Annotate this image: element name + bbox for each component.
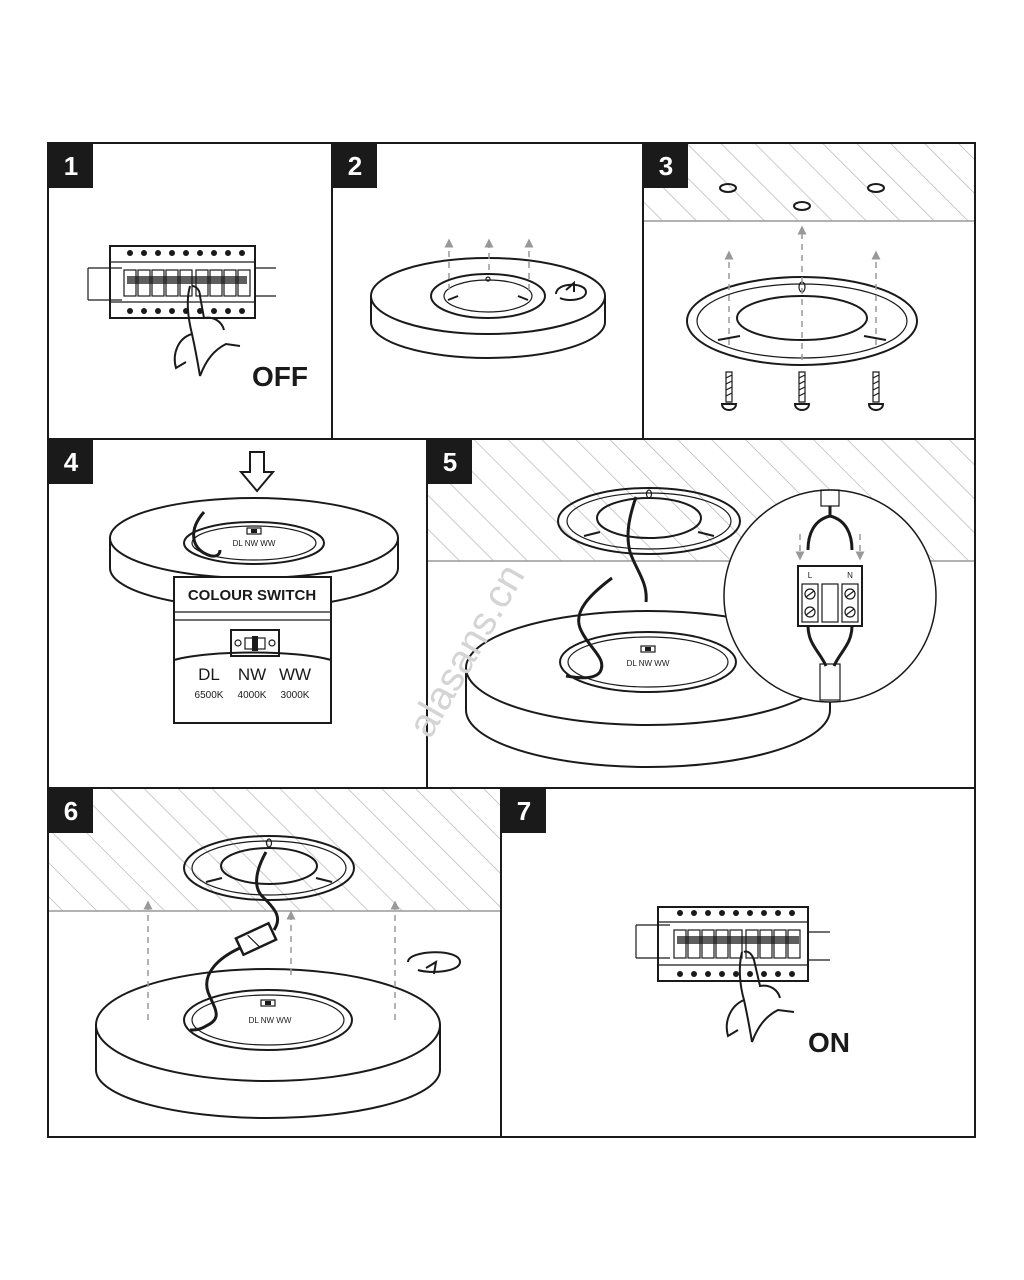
ceiling-plate-6 xyxy=(183,835,355,901)
mode-code-ww: WW xyxy=(279,665,311,684)
connector-block-6 xyxy=(234,921,278,957)
ceiling-hatch-3 xyxy=(644,144,974,222)
neutral-label: N xyxy=(847,571,853,580)
colour-switch-callout: COLOUR SWITCH DL NW WW 6500K 4000K 3000K xyxy=(173,576,332,724)
step-badge-7: 7 xyxy=(502,789,546,833)
svg-text:7: 7 xyxy=(517,796,531,826)
live-label: L xyxy=(808,571,813,580)
fixture-base-2 xyxy=(370,257,606,359)
mode-temp-dl: 6500K xyxy=(195,690,224,701)
lift-arrows-6 xyxy=(143,900,400,1020)
rotate-icon-2 xyxy=(555,280,588,301)
step-badge-3: 3 xyxy=(644,144,688,188)
svg-text:1: 1 xyxy=(64,151,78,181)
lift-arrows-2 xyxy=(444,238,534,290)
fixture-base-6: DL NW WW xyxy=(95,968,441,1119)
wiring-detail-callout: L N xyxy=(723,489,937,703)
svg-text:4: 4 xyxy=(64,447,79,477)
svg-text:DL NW WW: DL NW WW xyxy=(627,659,670,668)
on-label: ON xyxy=(808,1027,850,1058)
breaker-panel-1 xyxy=(87,245,276,319)
off-label: OFF xyxy=(252,361,308,392)
ceiling-hatch-6 xyxy=(49,789,500,912)
svg-text:2: 2 xyxy=(348,151,362,181)
screw-icons-3 xyxy=(720,371,885,411)
step-badge-1: 1 xyxy=(49,144,93,188)
colour-switch-title: COLOUR SWITCH xyxy=(188,587,316,604)
svg-text:DL NW WW: DL NW WW xyxy=(249,1016,292,1025)
mode-code-nw: NW xyxy=(238,665,266,684)
ceiling-plate-5 xyxy=(557,487,741,555)
fixture-cable-6 xyxy=(189,946,241,1032)
mode-temp-ww: 3000K xyxy=(281,690,310,701)
mode-code-dl: DL xyxy=(198,665,220,684)
hand-icon-7 xyxy=(725,950,795,1043)
step-badge-4: 4 xyxy=(49,440,93,484)
svg-text:3: 3 xyxy=(659,151,673,181)
rotate-icon-6 xyxy=(407,951,462,975)
svg-text:5: 5 xyxy=(443,447,457,477)
power-cable-5 xyxy=(626,496,648,603)
svg-text:6: 6 xyxy=(64,796,78,826)
ceiling-holes-3 xyxy=(719,183,885,211)
hand-icon-1 xyxy=(173,285,241,377)
step-badge-6: 6 xyxy=(49,789,93,833)
step-badge-5: 5 xyxy=(428,440,472,484)
fixture-cable-5 xyxy=(565,576,613,680)
breaker-panel-7 xyxy=(635,906,830,982)
step-badge-2: 2 xyxy=(333,144,377,188)
down-arrow-icon-4 xyxy=(238,451,276,493)
svg-text:DL NW WW: DL NW WW xyxy=(233,539,276,548)
mode-temp-nw: 4000K xyxy=(238,690,267,701)
power-cable-6 xyxy=(255,851,280,931)
mount-arrows-3 xyxy=(724,225,881,360)
panel-frames xyxy=(47,142,976,1138)
